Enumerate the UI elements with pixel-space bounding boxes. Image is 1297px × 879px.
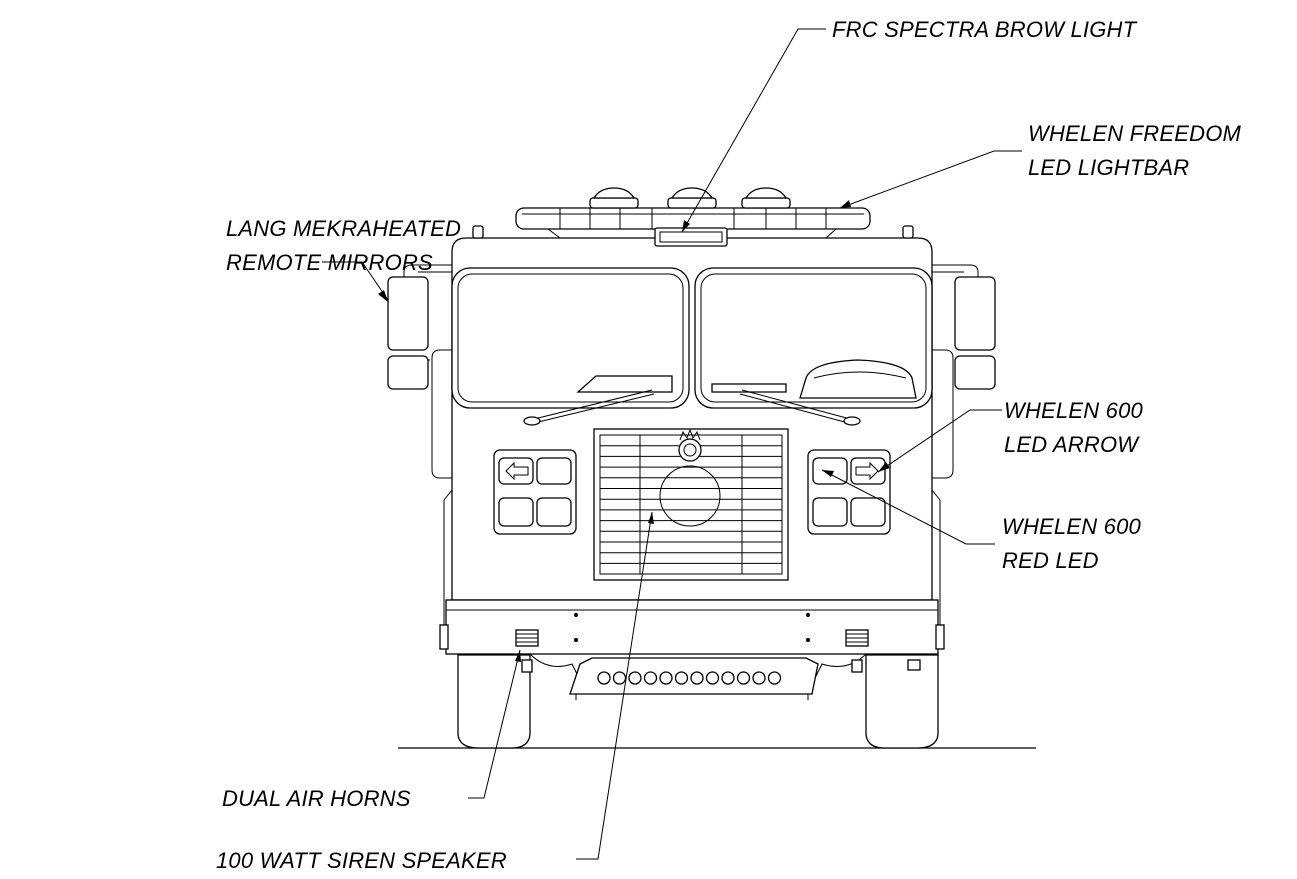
wipers (523, 389, 861, 426)
label-lightbar-line1: WHELEN FREEDOM (1028, 121, 1242, 146)
label-air-horns: DUAL AIR HORNS (222, 786, 411, 811)
leader-air-horns (468, 649, 521, 799)
label-brow-light: FRC SPECTRA BROW LIGHT (832, 17, 1138, 42)
leader-siren (576, 511, 653, 860)
dash-visor (576, 359, 917, 399)
label-siren-speaker: 100 WATT SIREN SPEAKER (216, 848, 507, 873)
leader-red-led (821, 469, 995, 545)
left-remote-mirror (387, 276, 429, 390)
arrowhead-siren (648, 512, 654, 524)
label-red-line1: WHELEN 600 (1002, 514, 1142, 539)
tow-plate-hole (628, 671, 642, 685)
arrowhead-red (822, 470, 834, 477)
brow-light (654, 227, 728, 247)
front-tires (457, 654, 939, 749)
right-remote-mirror (954, 276, 996, 390)
tow-plate-hole (705, 671, 720, 685)
tow-plate-hole (690, 671, 704, 685)
left-arrow-light-icon (505, 461, 529, 481)
leader-arrow-light (877, 409, 1002, 473)
label-mirrors-line1: LANG MEKRAHEATED (226, 216, 461, 241)
leader-lines (322, 28, 1022, 860)
tow-plate-hole (597, 671, 611, 685)
arrowhead-mirrors (378, 290, 388, 302)
arrowhead-lightbar (840, 200, 851, 208)
windshield-left (451, 267, 690, 409)
tow-plate-hole (643, 671, 658, 685)
leader-mirrors (322, 261, 389, 301)
tow-plate-hole (752, 671, 766, 685)
right-arrow-light-icon (855, 461, 879, 481)
tow-plate-hole (612, 671, 627, 685)
left-air-horn-grille (515, 629, 539, 647)
tow-plate-hole (659, 671, 673, 685)
arrowhead-horns (515, 650, 521, 662)
right-light-cluster (807, 449, 891, 535)
leader-lightbar (839, 150, 1022, 209)
label-arrow-line1: WHELEN 600 (1004, 398, 1144, 423)
arrowhead-arrow (878, 462, 890, 472)
under-chassis (521, 653, 921, 700)
tow-plate-hole (721, 671, 735, 685)
tow-plate-hole (736, 671, 751, 685)
right-air-horn-grille (845, 629, 869, 647)
arrowhead-brow (682, 220, 690, 232)
label-arrow-line2: LED ARROW (1004, 432, 1140, 457)
emblem (678, 428, 702, 462)
label-red-line2: RED LED (1002, 548, 1099, 573)
callout-labels: FRC SPECTRA BROW LIGHT WHELEN FREEDOM LE… (216, 17, 1242, 873)
left-light-cluster (493, 449, 577, 535)
label-mirrors-line2: REMOTE MIRRORS (226, 250, 433, 275)
tow-plate-hole (767, 671, 782, 685)
tow-plate-hole (674, 671, 689, 685)
label-lightbar-line2: LED LIGHTBAR (1028, 155, 1189, 180)
leader-brow-light (681, 28, 826, 233)
